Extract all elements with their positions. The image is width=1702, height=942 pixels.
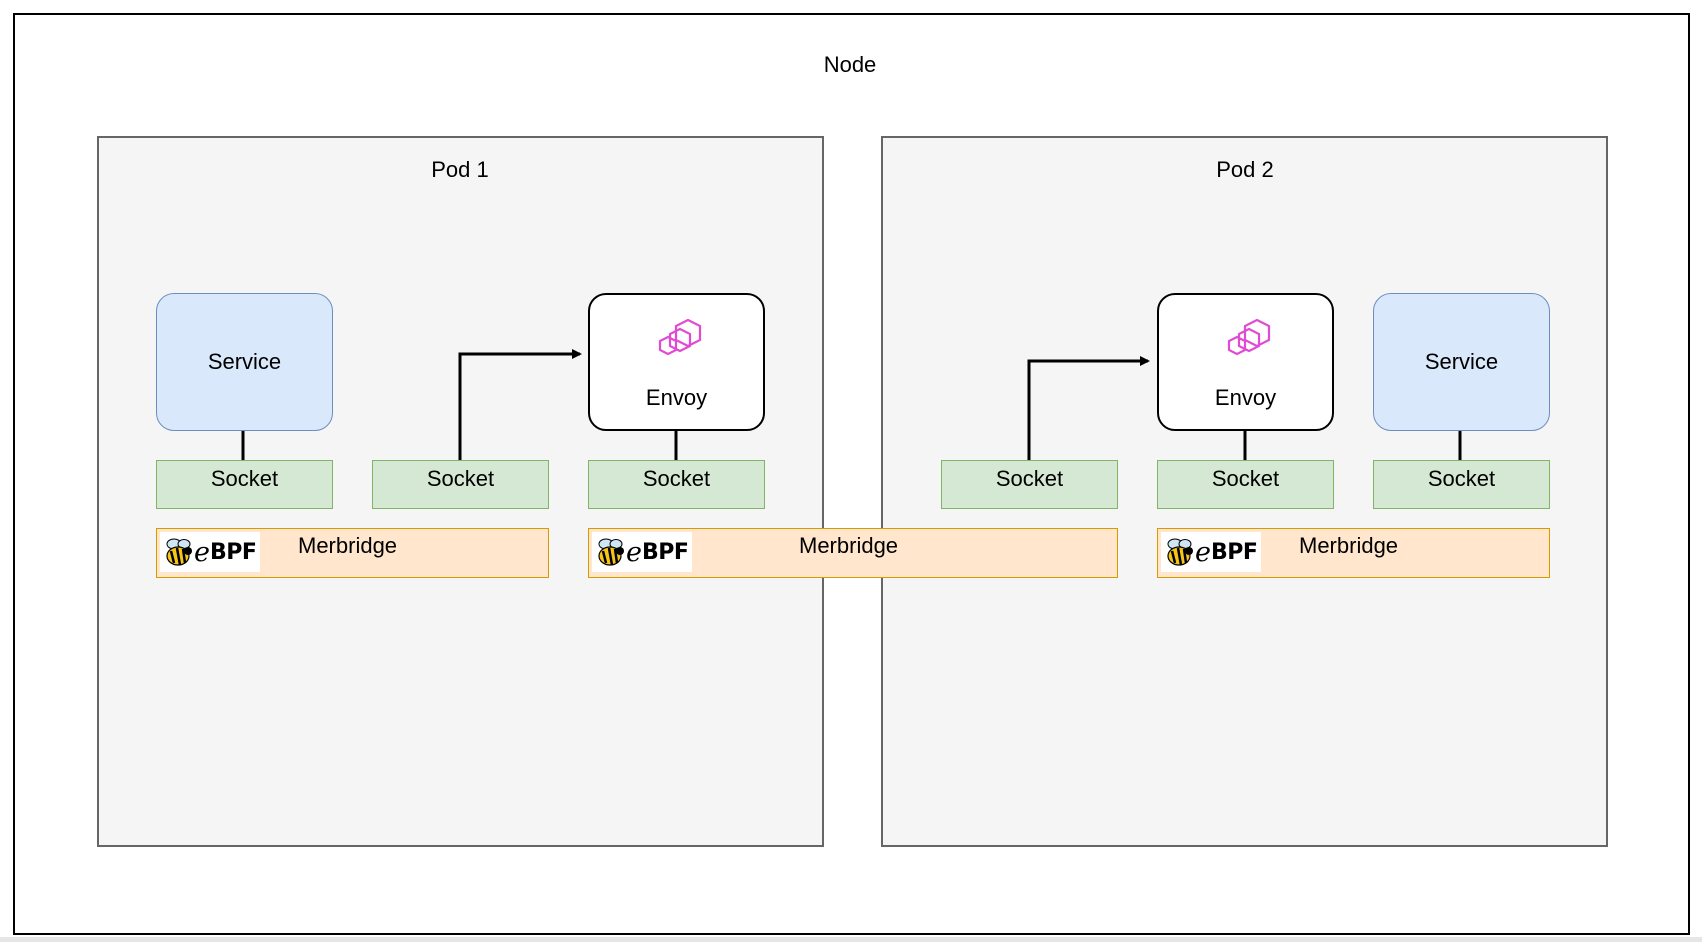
socket-label: Socket [995, 466, 1064, 491]
socket-to-envoy-arrow [458, 349, 582, 460]
ebpf-bpf-text: BPF [641, 539, 689, 565]
bee-icon [1167, 538, 1193, 566]
socket-box: Socket [1157, 460, 1334, 509]
socket-to-envoy-arrow [1027, 356, 1150, 460]
socket-label: Socket [1211, 466, 1280, 491]
socket-label: Socket [1427, 466, 1496, 491]
envoy-label: Envoy [645, 385, 708, 410]
ebpf-bpf-text: BPF [209, 539, 257, 565]
merbridge-label: Merbridge [1299, 533, 1399, 558]
envoy-label: Envoy [1214, 385, 1277, 410]
service-box: Service [1373, 293, 1550, 431]
ebpf-bpf-text: BPF [1210, 539, 1258, 565]
socket-label: Socket [426, 466, 495, 491]
service-box: Service [156, 293, 333, 431]
socket-box: Socket [1373, 460, 1550, 509]
bottom-strip [0, 937, 1702, 942]
socket-label: Socket [210, 466, 279, 491]
ebpf-e-text: e [1195, 536, 1211, 568]
socket-box: Socket [156, 460, 333, 509]
ebpf-e-text: e [194, 536, 210, 568]
service-label: Service [1424, 349, 1499, 374]
envoy-box: Envoy [1157, 293, 1334, 431]
service-label: Service [207, 349, 282, 374]
pod-1-title: Pod 1 [431, 157, 489, 182]
bee-icon [166, 538, 192, 566]
envoy-box: Envoy [588, 293, 765, 431]
envoy-hexagon-icon [658, 318, 702, 356]
envoy-hexagon-icon [1227, 318, 1271, 356]
socket-box: Socket [372, 460, 549, 509]
node-title: Node [823, 52, 877, 77]
socket-box: Socket [941, 460, 1118, 509]
socket-box: Socket [588, 460, 765, 509]
bee-icon [598, 538, 624, 566]
ebpf-e-text: e [626, 536, 642, 568]
pod-2-title: Pod 2 [1216, 157, 1274, 182]
merbridge-label: Merbridge [298, 533, 398, 558]
socket-label: Socket [642, 466, 711, 491]
merbridge-label: Merbridge [799, 533, 899, 558]
